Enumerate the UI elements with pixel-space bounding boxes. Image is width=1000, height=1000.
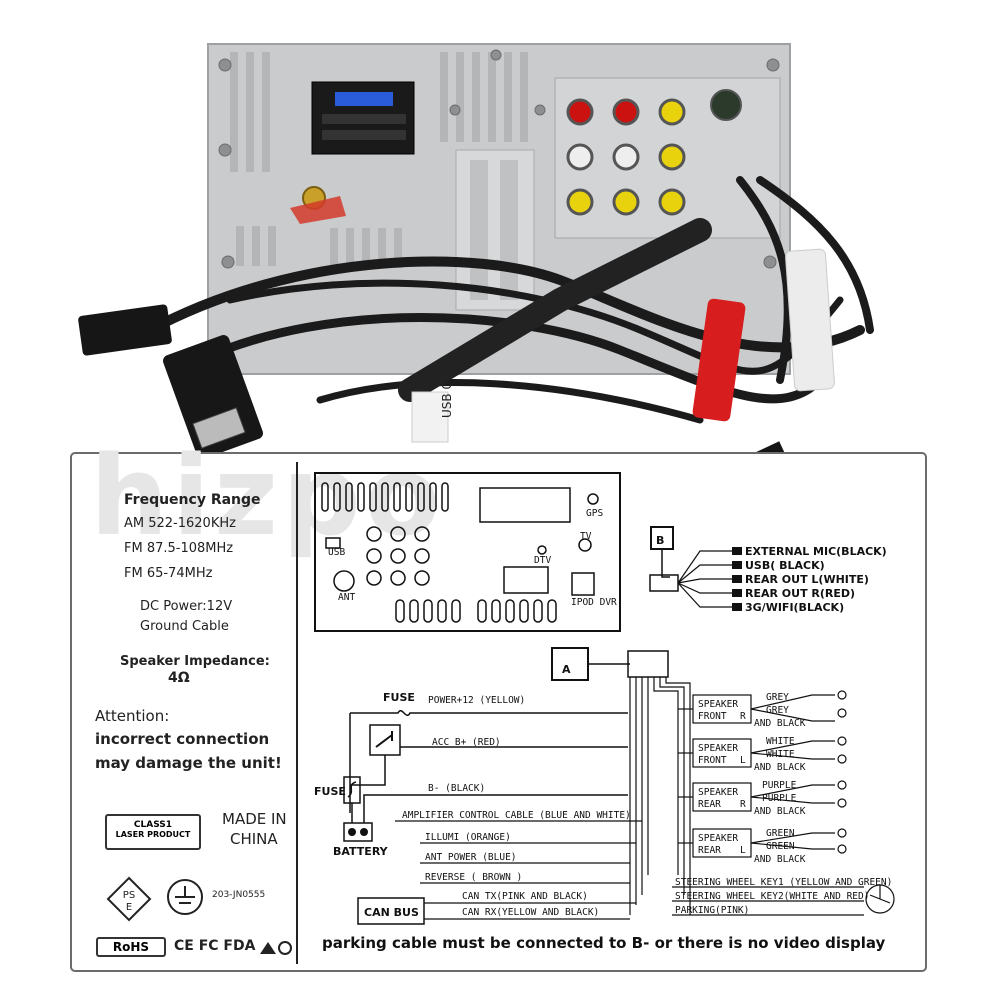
wire-power: POWER+12 (YELLOW) bbox=[428, 695, 525, 706]
spk-rr-c3: AND BLACK bbox=[754, 806, 806, 817]
b-output-5: 3G/WIFI(BLACK) bbox=[745, 601, 844, 614]
laser-line-1: CLASS1 bbox=[133, 820, 173, 830]
spk-rl-c2: GREEN bbox=[766, 841, 795, 852]
spk-fl-label-2: FRONT bbox=[698, 755, 727, 766]
laser-line-2: LASER PRODUCT bbox=[115, 830, 191, 839]
usb-port-label: USB bbox=[328, 547, 345, 558]
attention-title: Attention: bbox=[95, 707, 170, 725]
wire-can-tx: CAN TX(PINK AND BLACK) bbox=[462, 891, 588, 902]
usb-plug bbox=[78, 304, 172, 356]
spk-rl-c3: AND BLACK bbox=[754, 854, 806, 865]
parking-warning: parking cable must be connected to B- or… bbox=[322, 934, 886, 952]
made-in-line-2: CHINA bbox=[230, 830, 278, 848]
spk-fr-side: R bbox=[740, 711, 746, 722]
rohs-badge: RoHS bbox=[96, 937, 166, 957]
battery-label: BATTERY bbox=[333, 845, 389, 858]
spk-rr-c1: PURPLE bbox=[762, 780, 797, 791]
spk-fl-label-1: SPEAKER bbox=[698, 743, 738, 754]
ipod-label: IPOD DVR bbox=[571, 597, 617, 608]
unit-back-photo: USB 0 bbox=[78, 43, 874, 455]
spk-fl-c3: AND BLACK bbox=[754, 762, 806, 773]
warning-line-1: incorrect connection bbox=[95, 730, 270, 748]
frequency-title: Frequency Range bbox=[124, 492, 261, 508]
spk-rl-label-2: REAR bbox=[698, 845, 721, 856]
spk-fr-c2: GREY bbox=[766, 705, 789, 716]
spk-fl-side: L bbox=[740, 755, 746, 766]
wire-reverse: REVERSE ( BROWN ) bbox=[425, 872, 522, 883]
rca-red-plug bbox=[692, 298, 746, 422]
fuse-top-label: FUSE bbox=[383, 691, 415, 704]
spk-rl-c1: GREEN bbox=[766, 828, 795, 839]
wire-ground: B- (BLACK) bbox=[428, 783, 485, 794]
b-output-4: REAR OUT R(RED) bbox=[745, 587, 855, 600]
svg-text:PS: PS bbox=[123, 890, 135, 901]
tv-label: TV bbox=[580, 531, 592, 542]
spk-rr-side: R bbox=[740, 799, 746, 810]
parking-wire: PARKING(PINK) bbox=[675, 905, 749, 916]
fuse-left-label: FUSE bbox=[314, 785, 346, 798]
pse-mark-icon: PS E bbox=[106, 876, 152, 922]
made-in-line-1: MADE IN bbox=[222, 810, 287, 828]
connector-b-label: B bbox=[656, 534, 664, 547]
wire-illumi: ILLUMI (ORANGE) bbox=[425, 832, 511, 843]
spk-rr-label-1: SPEAKER bbox=[698, 787, 738, 798]
dc-power: DC Power:12V bbox=[140, 599, 233, 614]
impedance-value: 4Ω bbox=[168, 670, 190, 686]
spk-rr-label-2: REAR bbox=[698, 799, 721, 810]
usb-tag: USB 0 bbox=[440, 382, 454, 418]
wire-can-rx: CAN RX(YELLOW AND BLACK) bbox=[462, 907, 599, 918]
wire-ant-power: ANT POWER (BLUE) bbox=[425, 852, 517, 863]
spk-rl-label-1: SPEAKER bbox=[698, 833, 738, 844]
wire-amplifier: AMPLIFIER CONTROL CABLE (BLUE AND WHITE) bbox=[402, 810, 631, 821]
b-output-1: EXTERNAL MIC(BLACK) bbox=[745, 545, 887, 558]
cable-bundle bbox=[145, 176, 874, 424]
b-output-3: REAR OUT L(WHITE) bbox=[745, 573, 869, 586]
rca-white-plug bbox=[785, 248, 835, 392]
svg-text:E: E bbox=[126, 902, 132, 913]
spk-fr-c1: GREY bbox=[766, 692, 789, 703]
steering-key-1: STEERING WHEEL KEY1 (YELLOW AND GREEN) bbox=[675, 877, 892, 888]
fm-range-1: FM 87.5-108MHz bbox=[124, 541, 234, 556]
gps-label: GPS bbox=[586, 508, 603, 519]
wire-acc: ACC B+ (RED) bbox=[432, 737, 501, 748]
am-range: AM 522-1620KHz bbox=[124, 516, 236, 531]
can-bus-label: CAN BUS bbox=[364, 906, 419, 919]
impedance-title: Speaker Impedance: bbox=[120, 654, 270, 669]
spk-fr-label-2: FRONT bbox=[698, 711, 727, 722]
wiring-diagram: GPS USB DTV TV ANT IPOD DVR B EXTERNAL M… bbox=[314, 472, 895, 925]
antenna bbox=[398, 218, 712, 402]
ground-cable: Ground Cable bbox=[140, 619, 229, 634]
heatsink-fins bbox=[230, 52, 528, 268]
spec-label bbox=[70, 452, 927, 972]
cert-marks: CE FC FDA bbox=[174, 938, 256, 954]
spk-rr-c2: PURPLE bbox=[762, 793, 797, 804]
telec-mark-icon bbox=[167, 879, 203, 915]
warning-line-2: may damage the unit! bbox=[95, 754, 282, 772]
laser-product-badge: CLASS1 LASER PRODUCT bbox=[105, 814, 201, 850]
recycle-icon bbox=[260, 941, 292, 955]
ant-label: ANT bbox=[338, 592, 355, 603]
spk-fr-label-1: SPEAKER bbox=[698, 699, 738, 710]
spk-rl-side: L bbox=[740, 845, 746, 856]
b-output-2: USB( BLACK) bbox=[745, 559, 825, 572]
registration-number: 203-JN0555 bbox=[212, 890, 266, 900]
fm-range-2: FM 65-74MHz bbox=[124, 566, 213, 581]
spk-fl-c2: WHITE bbox=[766, 749, 795, 760]
rca-ports bbox=[566, 89, 742, 216]
spk-fl-c1: WHITE bbox=[766, 736, 795, 747]
connector-a-label: A bbox=[562, 663, 571, 676]
panel-schematic bbox=[314, 472, 621, 632]
spk-fr-c3: AND BLACK bbox=[754, 718, 806, 729]
label-divider bbox=[296, 462, 298, 964]
dtv-label: DTV bbox=[534, 555, 551, 566]
steering-key-2: STEERING WHEEL KEY2(WHITE AND RED) bbox=[675, 891, 869, 902]
